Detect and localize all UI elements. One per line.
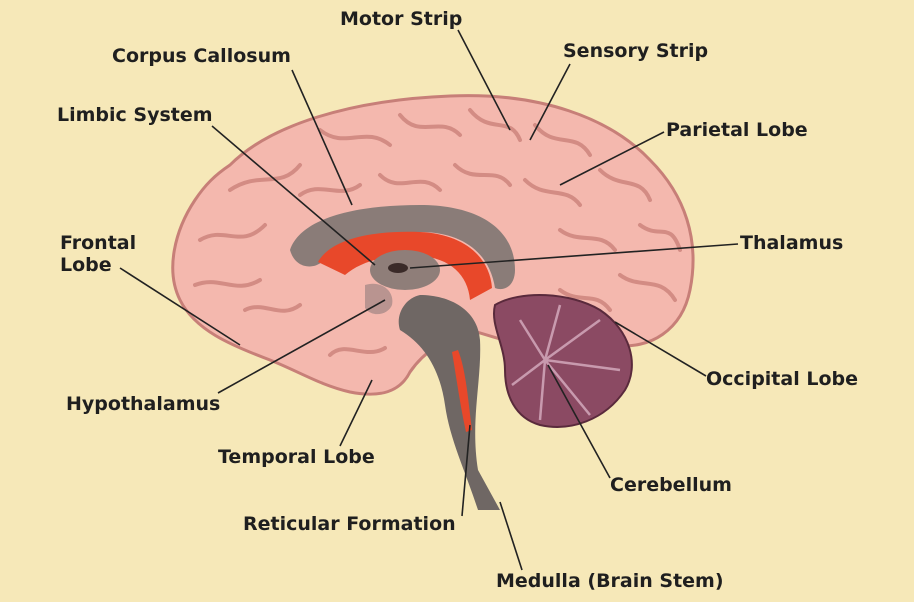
label-reticular-formation: Reticular Formation <box>243 513 456 535</box>
label-medulla: Medulla (Brain Stem) <box>496 570 724 592</box>
label-frontal-lobe: Frontal Lobe <box>60 232 137 276</box>
reticular-formation <box>452 350 472 432</box>
label-motor-strip: Motor Strip <box>340 8 463 30</box>
cerebellum-folia <box>511 304 621 421</box>
leader-frontal-lobe <box>119 267 241 346</box>
leader-lines <box>119 29 739 571</box>
label-hypothalamus: Hypothalamus <box>66 393 221 415</box>
cortex-gyri <box>193 108 682 357</box>
leader-hypothalamus <box>217 299 386 394</box>
brainstem <box>398 295 500 510</box>
corpus-callosum <box>290 205 515 290</box>
leader-corpus-callosum <box>291 69 353 206</box>
leader-reticular-formation <box>461 424 471 517</box>
label-cerebellum: Cerebellum <box>610 474 732 496</box>
leader-temporal-lobe <box>339 379 373 447</box>
label-sensory-strip: Sensory Strip <box>563 40 709 62</box>
label-corpus-callosum: Corpus Callosum <box>112 45 291 67</box>
leader-thalamus <box>409 243 739 269</box>
cerebellum <box>493 293 633 428</box>
leader-occipital-lobe <box>614 321 707 377</box>
label-parietal-lobe: Parietal Lobe <box>666 119 808 141</box>
limbic-system <box>318 231 492 300</box>
thalamus-core <box>388 263 408 273</box>
leader-sensory-strip <box>529 63 571 141</box>
label-thalamus: Thalamus <box>740 232 844 254</box>
label-occipital-lobe: Occipital Lobe <box>706 368 858 390</box>
leader-motor-strip <box>457 29 511 131</box>
label-limbic-system: Limbic System <box>57 104 213 126</box>
leader-medulla <box>499 501 523 571</box>
leader-limbic-system <box>211 125 376 266</box>
leader-parietal-lobe <box>559 131 665 186</box>
label-temporal-lobe: Temporal Lobe <box>218 446 375 468</box>
leader-cerebellum <box>547 364 611 479</box>
